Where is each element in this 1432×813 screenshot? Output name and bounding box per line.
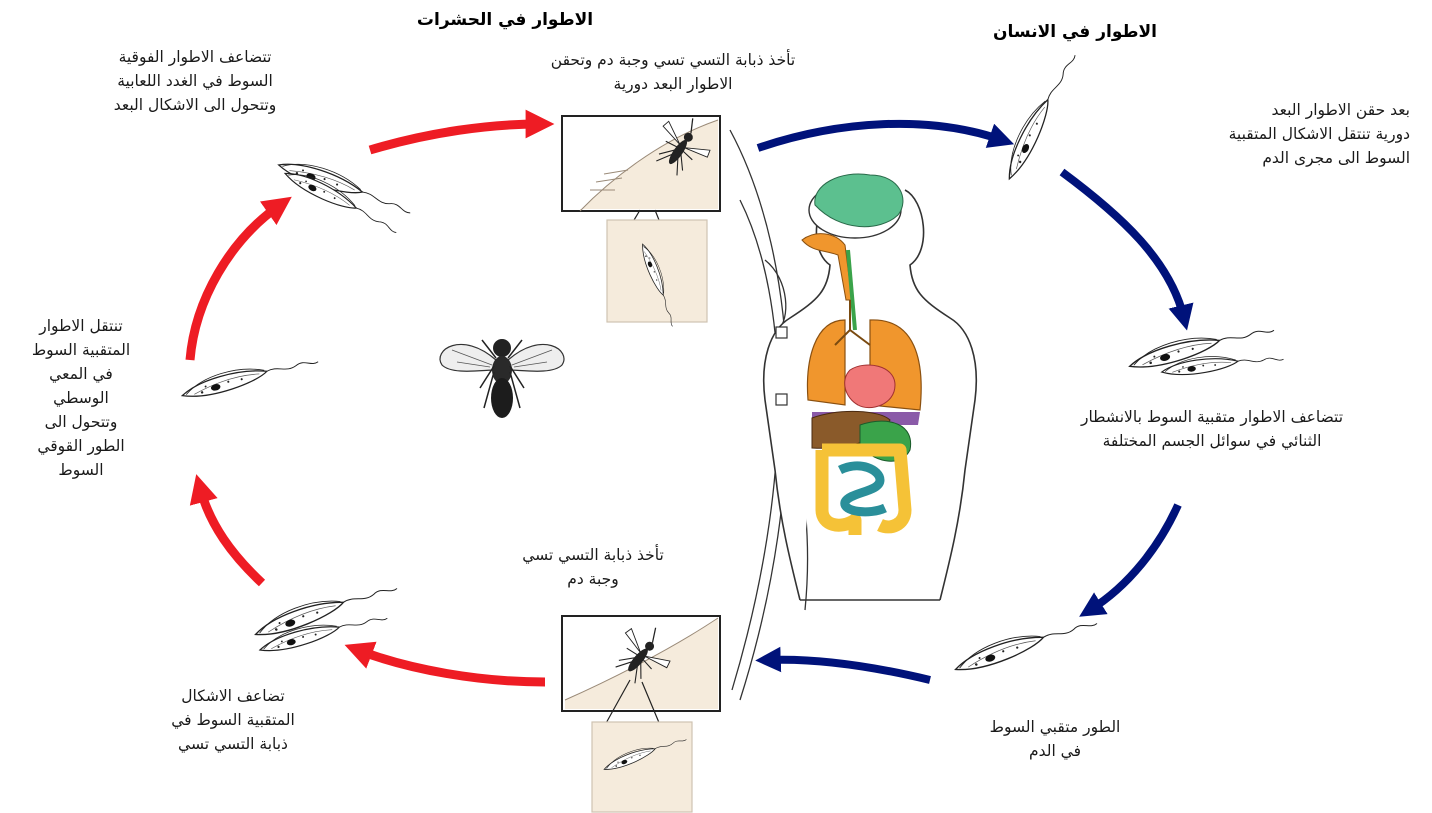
label-midgut: تنتقل الاطوار المتقبية السوط في المعي ال… xyxy=(0,314,162,482)
arrow-salivary-to-bite xyxy=(370,124,540,150)
label-human-bloodstream: بعد حقن الاطوار البعد دورية تنتقل الاشكا… xyxy=(1140,98,1410,170)
arrow-fly-to-midgut xyxy=(200,488,262,583)
arrow-bloodstage-to-fly xyxy=(768,660,930,680)
label-fly-bite-inject: تأخذ ذبابة التسي تسي وجبة دم وتحقن الاطو… xyxy=(498,48,848,96)
tsetse-fly-icon xyxy=(440,339,564,418)
label-blood-stage: الطور متقبي السوط في الدم xyxy=(955,715,1155,763)
heart-shape xyxy=(845,365,895,408)
arrow-midgut-to-salivary xyxy=(190,205,280,360)
label-multiply-in-fly: تضاعف الاشكال المتقبية السوط في ذبابة ال… xyxy=(128,684,338,756)
header-insect-stages: الاطوار في الحشرات xyxy=(390,10,620,30)
trypanosome-icon xyxy=(179,350,319,402)
label-binary-fission: تتضاعف الاطوار متقبية السوط بالانشطار ال… xyxy=(1012,405,1412,453)
label-fly-blood-meal: تأخذ ذبابة التسي تسي وجبة دم xyxy=(478,543,708,591)
arrow-blood-to-tissue xyxy=(1062,172,1184,318)
trypanosome-icon xyxy=(952,611,1099,675)
arrow-inject-to-blood xyxy=(758,124,1002,148)
trypanosome-icon xyxy=(277,154,415,219)
small-intestine-shape xyxy=(840,466,885,512)
human-body-icon xyxy=(764,174,977,600)
inset-bite-top xyxy=(562,107,721,328)
header-human-stages: الاطوار في الانسان xyxy=(975,22,1175,42)
arrow-tissue-to-bloodstage xyxy=(1090,505,1178,610)
inset-bite-bottom xyxy=(562,615,720,812)
trypanosome-icon xyxy=(999,50,1081,182)
label-salivary-glands: تتضاعف الاطوار الفوقية السوط في الغدد ال… xyxy=(45,45,345,117)
trypanosome-icon xyxy=(282,164,401,238)
arrow-bloodmeal-to-fly xyxy=(358,650,545,682)
